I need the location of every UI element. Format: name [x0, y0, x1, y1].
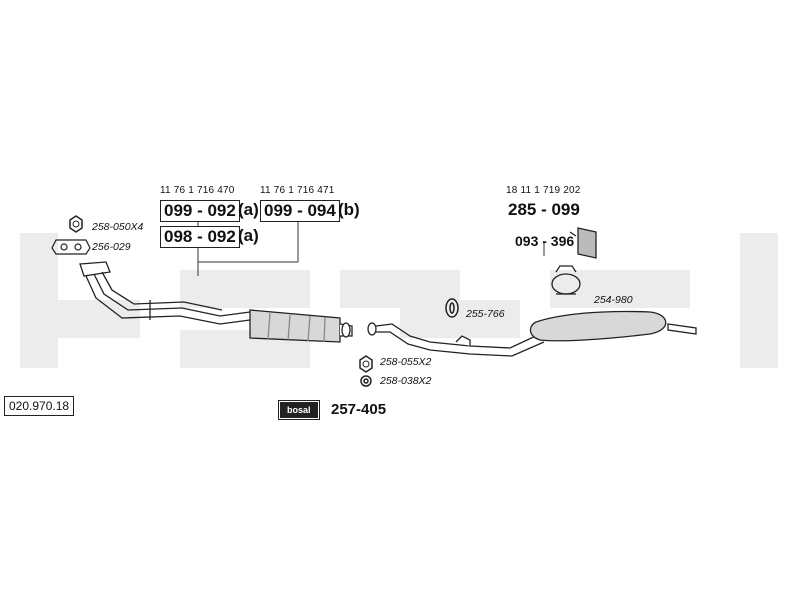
part-number-p4: 285 - 099 [508, 200, 580, 219]
spring-washer-icon [360, 375, 372, 387]
front-pipe [79, 261, 251, 325]
label-nut-front: 258-050X4 [92, 221, 144, 233]
rubber-ring-icon [445, 298, 459, 318]
pipe-clamp-icon [551, 265, 581, 295]
part-number-p2: 099 - 094 [260, 200, 340, 222]
catalytic-converter [249, 309, 353, 343]
label-clamp: 254-980 [594, 294, 633, 306]
oem-number-right: 18 11 1 719 202 [506, 185, 581, 196]
part-suffix-p1: (a) [238, 200, 259, 219]
part-suffix-p2: (b) [338, 200, 360, 219]
gasket-icon [51, 239, 91, 255]
part-number-p1: 099 - 092 [160, 200, 240, 222]
middle-pipe [367, 322, 545, 357]
label-washer-mid: 258-038X2 [380, 375, 432, 387]
hex-nut-icon [69, 215, 83, 233]
hanger-bracket-icon [569, 227, 597, 259]
rear-silencer [529, 310, 697, 342]
catalog-number: 020.970.18 [4, 396, 75, 416]
label-ring: 255-766 [466, 308, 505, 320]
catalog-number-text: 020.970.18 [9, 399, 70, 413]
oem-number-left-a: 11 76 1 716 470 [160, 185, 235, 196]
oem-number-left-b: 11 76 1 716 471 [260, 185, 335, 196]
watermark-shapes [20, 233, 778, 368]
part-suffix-p3: (a) [238, 226, 259, 245]
part-number-kit: 257-405 [331, 401, 387, 418]
label-nut-mid: 258-055X2 [380, 356, 432, 368]
mid-hex-nut-icon [359, 355, 373, 373]
part-number-p3: 098 - 092 [160, 226, 240, 248]
kit-logo: bosal [278, 400, 320, 420]
label-gasket-front: 256-029 [92, 241, 131, 253]
part-number-p5: 093 - 396 [515, 233, 575, 249]
